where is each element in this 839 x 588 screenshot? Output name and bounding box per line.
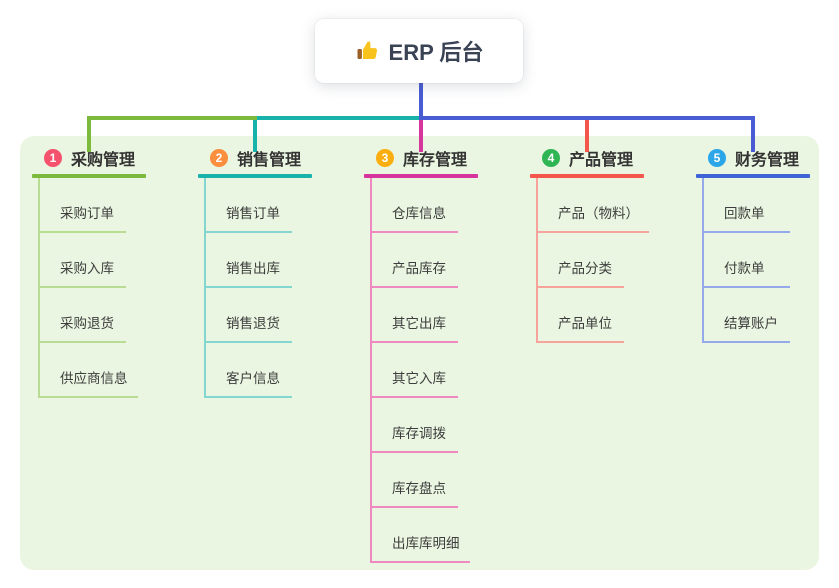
subtopic-list: 回款单付款单结算账户: [702, 178, 790, 343]
subtopic-list: 产品（物料） 产品分类产品单位: [536, 178, 649, 343]
subtopic-node[interactable]: 付款单: [704, 233, 790, 288]
topic-underline: [696, 174, 810, 178]
topic-label: 销售管理: [237, 151, 302, 169]
subtopic-node[interactable]: 库存盘点: [372, 453, 458, 508]
subtopic-node[interactable]: 产品库存: [372, 233, 458, 288]
subtopic-label: 销售出库: [226, 261, 280, 276]
subtopic-label: 采购入库: [60, 261, 114, 276]
subtopic-node[interactable]: 仓库信息: [372, 178, 458, 233]
branch-drop-line-2: [253, 120, 257, 152]
root-connector-line: [419, 83, 423, 120]
topic-number-badge: 5: [708, 148, 726, 167]
subtopic-node[interactable]: 产品（物料）: [538, 178, 649, 233]
subtopic-label: 产品单位: [558, 316, 612, 331]
subtopic-node[interactable]: 库存调拨: [372, 398, 458, 453]
subtopic-node[interactable]: 产品单位: [538, 288, 624, 343]
topic-node-5[interactable]: 5 财务管理: [708, 145, 810, 170]
subtopic-label: 仓库信息: [392, 206, 446, 221]
branch-drop-line-4: [585, 120, 589, 152]
connector-segment-1: [87, 116, 257, 120]
thumbs-up-icon: [355, 39, 379, 63]
subtopic-list: 仓库信息产品库存其它出库其它入库库存调拨库存盘点出库库明细: [370, 178, 470, 563]
topic-underline: [530, 174, 644, 178]
subtopic-node[interactable]: 出库库明细: [372, 508, 470, 563]
subtopic-label: 结算账户: [724, 316, 778, 331]
subtopic-label: 采购订单: [60, 206, 114, 221]
topic-node-1[interactable]: 1 采购管理: [44, 145, 146, 170]
subtopic-label: 客户信息: [226, 371, 280, 386]
branch-drop-line-5: [751, 120, 755, 152]
subtopic-label: 供应商信息: [60, 371, 128, 386]
topic-label: 库存管理: [403, 151, 468, 169]
subtopic-node[interactable]: 产品分类: [538, 233, 624, 288]
subtopic-node[interactable]: 其它出库: [372, 288, 458, 343]
branch-drop-line-3: [419, 120, 423, 152]
branch-column-2: 2 销售管理销售订单销售出库销售退货客户信息: [198, 145, 312, 398]
root-node[interactable]: ERP 后台: [315, 19, 523, 83]
connector-segment-3: [423, 116, 755, 120]
subtopic-node[interactable]: 销售订单: [206, 178, 292, 233]
subtopic-label: 产品（物料）: [558, 206, 639, 221]
subtopic-list: 采购订单采购入库采购退货供应商信息: [38, 178, 138, 398]
subtopic-label: 采购退货: [60, 316, 114, 331]
subtopic-label: 销售订单: [226, 206, 280, 221]
connector-segment-2: [257, 116, 419, 120]
subtopic-label: 产品分类: [558, 261, 612, 276]
subtopic-node[interactable]: 其它入库: [372, 343, 458, 398]
subtopic-label: 库存调拨: [392, 426, 446, 441]
topic-node-4[interactable]: 4 产品管理: [542, 145, 649, 170]
subtopic-label: 库存盘点: [392, 481, 446, 496]
subtopic-label: 出库库明细: [392, 536, 460, 551]
subtopic-node[interactable]: 采购入库: [40, 233, 126, 288]
branch-column-1: 1 采购管理采购订单采购入库采购退货供应商信息: [32, 145, 146, 398]
branch-column-5: 5 财务管理回款单付款单结算账户: [696, 145, 810, 343]
subtopic-node[interactable]: 采购退货: [40, 288, 126, 343]
subtopic-node[interactable]: 销售出库: [206, 233, 292, 288]
branch-drop-line-1: [87, 120, 91, 152]
topic-underline: [32, 174, 146, 178]
subtopic-label: 其它出库: [392, 316, 446, 331]
subtopic-node[interactable]: 回款单: [704, 178, 790, 233]
root-label: ERP 后台: [388, 40, 484, 65]
subtopic-label: 回款单: [724, 206, 765, 221]
topic-node-3[interactable]: 3 库存管理: [376, 145, 478, 170]
topic-underline: [364, 174, 478, 178]
topic-number-badge: 3: [376, 148, 394, 167]
topic-label: 财务管理: [735, 151, 800, 169]
subtopic-label: 产品库存: [392, 261, 446, 276]
subtopic-label: 付款单: [724, 261, 765, 276]
subtopic-node[interactable]: 销售退货: [206, 288, 292, 343]
topic-label: 产品管理: [569, 151, 634, 169]
branch-column-4: 4 产品管理产品（物料） 产品分类产品单位: [530, 145, 649, 343]
subtopic-node[interactable]: 结算账户: [704, 288, 790, 343]
subtopic-node[interactable]: 客户信息: [206, 343, 292, 398]
subtopic-label: 其它入库: [392, 371, 446, 386]
topic-number-badge: 1: [44, 148, 62, 167]
topic-node-2[interactable]: 2 销售管理: [210, 145, 312, 170]
branch-column-3: 3 库存管理仓库信息产品库存其它出库其它入库库存调拨库存盘点出库库明细: [364, 145, 478, 563]
subtopic-label: 销售退货: [226, 316, 280, 331]
topic-number-badge: 2: [210, 148, 228, 167]
topic-label: 采购管理: [71, 151, 136, 169]
subtopic-node[interactable]: 采购订单: [40, 178, 126, 233]
topic-underline: [198, 174, 312, 178]
topic-number-badge: 4: [542, 148, 560, 167]
subtopic-node[interactable]: 供应商信息: [40, 343, 138, 398]
branches-panel: [20, 136, 819, 570]
subtopic-list: 销售订单销售出库销售退货客户信息: [204, 178, 292, 398]
